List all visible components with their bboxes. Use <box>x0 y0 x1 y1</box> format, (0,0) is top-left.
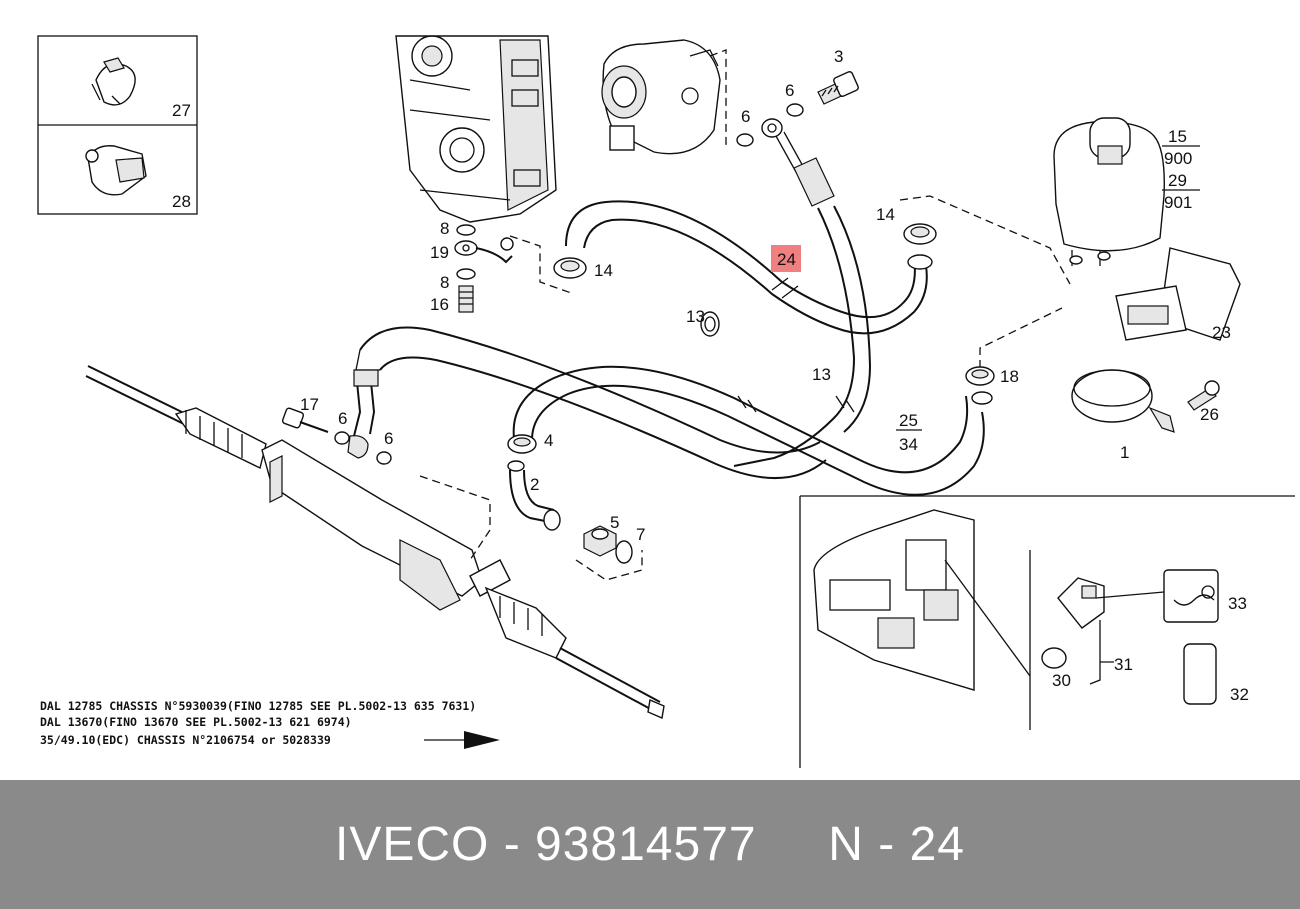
dashboard-inset <box>799 495 1295 768</box>
callout-6-right: 6 <box>785 81 794 100</box>
callout-13-right: 18 <box>1000 367 1019 386</box>
callout-6-rack-right: 6 <box>384 429 393 448</box>
callout-8-lower: 8 <box>440 273 449 292</box>
clamp-14-right <box>903 223 937 245</box>
clamp-13-right <box>965 366 995 386</box>
callout-14-right: 14 <box>876 205 895 224</box>
power-steering-pump <box>601 39 721 155</box>
callout-29: 29 <box>1168 171 1187 190</box>
elbow-pipe-2 <box>507 460 561 531</box>
highlight-24-box <box>771 245 801 272</box>
callout-3: 3 <box>834 47 843 66</box>
oil-reservoir <box>1053 117 1165 266</box>
callout-8-upper: 8 <box>440 219 449 238</box>
callout-4: 13 <box>686 307 705 326</box>
callout-30: 30 <box>1052 671 1071 690</box>
note-line-1: DAL 12785 CHASSIS N°5930039(FINO 12785 S… <box>40 699 476 713</box>
callout-33: 33 <box>1228 594 1247 613</box>
o-ring-4 <box>700 311 720 337</box>
arrow-right-icon <box>424 731 500 749</box>
washer-6-left <box>736 133 754 147</box>
callout-26: 26 <box>1200 405 1219 424</box>
callout-6-left: 6 <box>741 107 750 126</box>
clip-inset: 27 28 <box>37 35 198 215</box>
callout-14-left: 14 <box>594 261 613 280</box>
callout-24: 24 <box>777 250 796 269</box>
callout-13-left: 4 <box>544 431 553 450</box>
callout-19: 19 <box>430 243 449 262</box>
callout-28: 28 <box>172 192 191 211</box>
banjo-fittings <box>454 224 514 313</box>
clamp-ring-1 <box>1071 369 1175 433</box>
callout-18: 13 <box>812 365 831 384</box>
note-line-2: DAL 13670(FINO 13670 SEE PL.5002-13 621 … <box>40 715 352 729</box>
clamp-14-left <box>553 257 587 279</box>
callout-7: 7 <box>636 525 645 544</box>
callout-1: 1 <box>1120 443 1129 462</box>
screw-26 <box>1187 380 1220 411</box>
callout-6-rack-left: 6 <box>338 409 347 428</box>
callout-16: 16 <box>430 295 449 314</box>
callout-25: 25 <box>899 411 918 430</box>
part-number-title: IVECO - 93814577 N - 24 <box>335 818 965 871</box>
engine-block <box>395 35 557 223</box>
callout-901: 901 <box>1164 193 1192 212</box>
clamp-13-left <box>507 434 537 454</box>
callout-27: 27 <box>172 101 191 120</box>
callout-32: 32 <box>1230 685 1249 704</box>
callout-2: 2 <box>530 475 539 494</box>
note-line-3: 35/49.10(EDC) CHASSIS N°2106754 or 50283… <box>40 733 331 747</box>
banjo-fitting-top <box>761 118 835 207</box>
banjo-bolt-17 <box>281 407 392 465</box>
bolt-3 <box>817 71 859 105</box>
callout-34: 34 <box>899 435 918 454</box>
callout-5: 5 <box>610 513 619 532</box>
footer-bar: IVECO - 93814577 N - 24 <box>0 780 1300 909</box>
bracket-23 <box>1115 247 1241 341</box>
washer-7 <box>615 540 633 564</box>
callout-17: 17 <box>300 395 319 414</box>
callout-15: 15 <box>1168 127 1187 146</box>
hose-clip-28 <box>85 145 147 196</box>
steering-rack <box>85 365 665 719</box>
washer-6-right <box>786 103 804 117</box>
callout-900: 900 <box>1164 149 1192 168</box>
callout-23: 23 <box>1212 323 1231 342</box>
callout-31: 31 <box>1114 655 1133 674</box>
hose-clip-27 <box>91 57 136 106</box>
parts-diagram: 27 28 8 19 8 16 14 <box>37 35 1295 768</box>
